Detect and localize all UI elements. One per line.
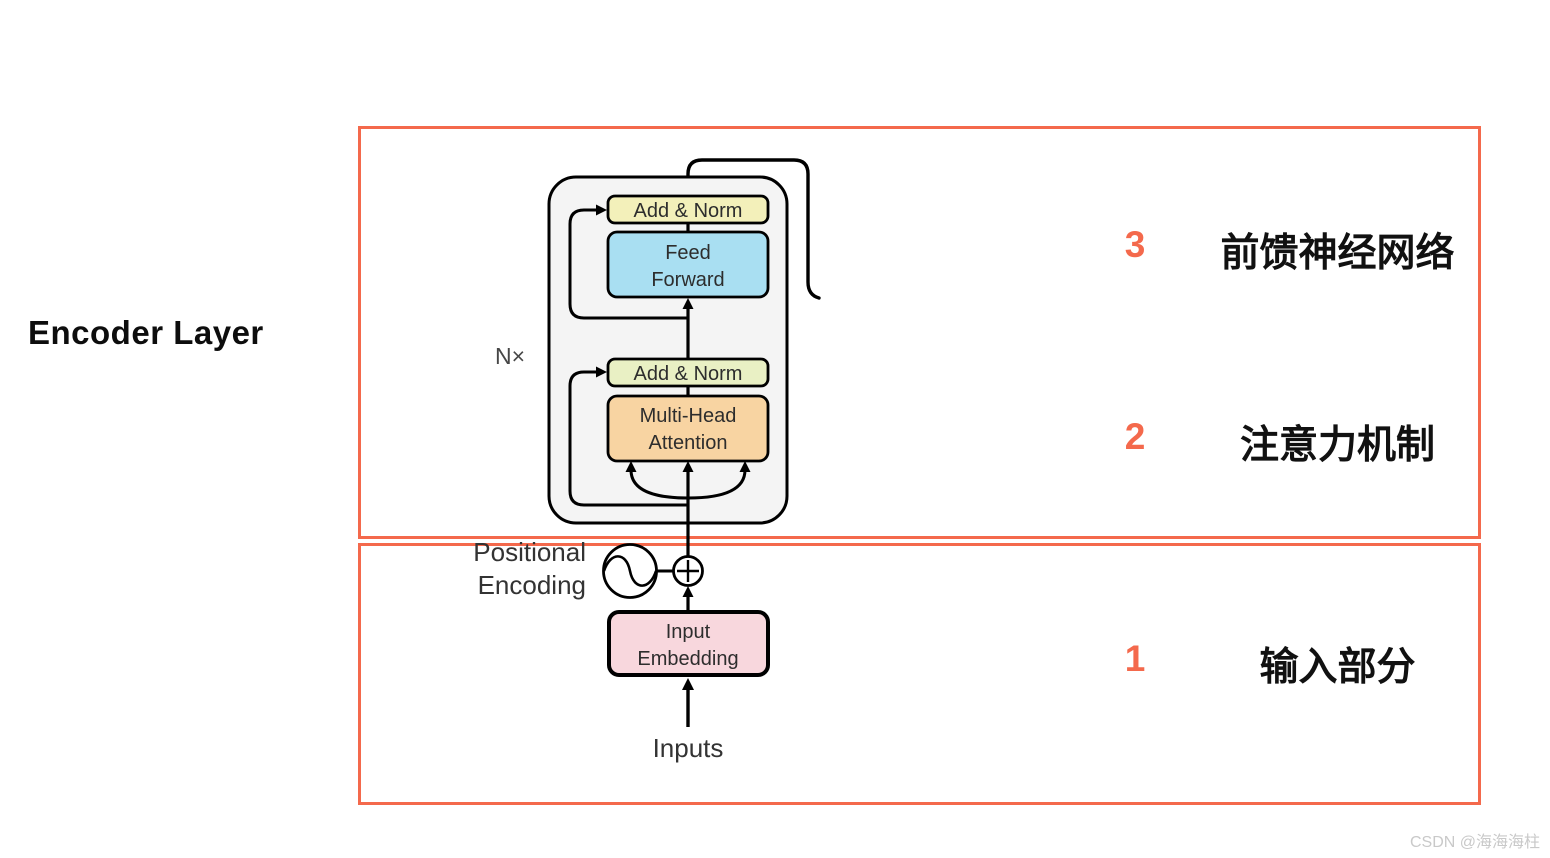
arrowhead-attention-left	[625, 461, 637, 472]
annotation-number-1: 1	[1124, 638, 1146, 679]
add-norm-top-label: Add & Norm	[634, 200, 743, 222]
embedding-label-line1: Input	[666, 621, 711, 643]
annotation-number-2: 2	[1124, 416, 1146, 457]
annotation-label-input: 输入部分	[1259, 644, 1416, 690]
transformer-encoder-diagram: Add & Norm Feed Forward Add & Norm Multi…	[473, 158, 821, 763]
attention-label-line2: Attention	[649, 432, 728, 454]
inputs-label: Inputs	[653, 733, 724, 763]
add-norm-bottom-box	[606, 357, 770, 388]
sine-wave-icon	[602, 555, 658, 587]
attention-branch-right	[687, 469, 747, 500]
page-title: Encoder Layer	[28, 314, 264, 351]
n-times-label: N×	[495, 343, 525, 369]
annotation-label-feed-forward: 前馈神经网络	[1220, 230, 1455, 276]
csdn-watermark: CSDN @海海海柱	[1409, 834, 1540, 851]
positional-label-line1: Positional	[473, 537, 586, 567]
feed-forward-box	[606, 230, 770, 299]
input-embedding-box	[607, 610, 770, 677]
multi-head-attention-box	[606, 394, 770, 463]
arrowhead-into-plus	[682, 586, 694, 597]
encoder-output-line	[686, 158, 821, 300]
feed-forward-label-line2: Forward	[651, 269, 724, 291]
residual-line-upper	[568, 208, 690, 320]
encoder-region-frame	[358, 126, 1481, 539]
add-norm-top-box	[606, 194, 770, 225]
feed-forward-label-line1: Feed	[665, 242, 711, 264]
annotation-number-3: 3	[1124, 224, 1146, 265]
arrowhead-into-addnorm-bottom	[596, 366, 607, 378]
input-region-frame	[358, 543, 1481, 805]
arrowhead-attention-right	[739, 461, 751, 472]
annotation-label-attention: 注意力机制	[1239, 422, 1435, 468]
arrowhead-into-embedding	[682, 678, 694, 690]
arrowhead-into-feedforward	[682, 298, 694, 309]
add-norm-bottom-label: Add & Norm	[634, 363, 743, 385]
attention-branch-left	[629, 469, 689, 500]
arrowhead-attention-center	[682, 461, 694, 472]
embedding-label-line2: Embedding	[637, 648, 738, 670]
positional-label-line2: Encoding	[478, 570, 586, 600]
attention-label-line1: Multi-Head	[640, 405, 737, 427]
plus-sign-icon	[677, 560, 699, 582]
encoder-stack-container	[547, 175, 789, 525]
residual-line-lower	[568, 370, 690, 507]
arrowhead-into-addnorm-top	[596, 204, 607, 216]
